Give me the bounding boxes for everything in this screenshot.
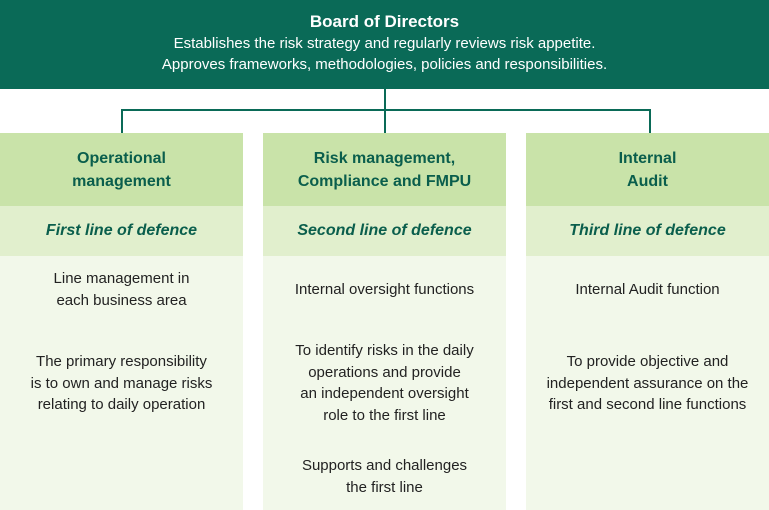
connector-right-drop	[649, 109, 651, 133]
text-line: To identify risks in the daily	[295, 342, 474, 359]
text-line: first and second line functions	[548, 396, 747, 413]
text-block-primary-responsibility: The primary responsibility is to own and…	[0, 351, 243, 416]
board-description-line-2: Approves frameworks, methodologies, poli…	[161, 56, 608, 73]
board-description-line-1: Establishes the risk strategy and regula…	[173, 35, 596, 52]
column-header-internal-audit: Internal Audit	[526, 133, 769, 206]
text-line: The primary responsibility	[36, 353, 207, 370]
board-title: Board of Directors	[309, 12, 460, 31]
column-first-line: Operational management First line of def…	[0, 133, 243, 510]
text-line: each business area	[56, 291, 187, 309]
text-line: operations and provide	[308, 363, 461, 381]
connector-left-drop	[121, 109, 123, 133]
column-header-line: Operational	[77, 149, 166, 167]
text-line: Supports and challenges	[301, 457, 468, 474]
column-header-line: Audit	[627, 172, 668, 190]
second-line-of-defence-label: Second line of defence	[263, 206, 506, 256]
column-header-line: Compliance and FMPU	[297, 172, 472, 190]
column-header-operational-management: Operational management	[0, 133, 243, 206]
third-line-of-defence-label: Third line of defence	[526, 206, 769, 256]
column-header-line: Risk management,	[313, 149, 456, 167]
first-line-of-defence-label: First line of defence	[0, 206, 243, 256]
text-line: To provide objective and	[566, 353, 729, 370]
column-body: Line management in each business area Th…	[0, 256, 243, 510]
board-of-directors-box: Board of Directors Establishes the risk …	[0, 0, 769, 89]
connector-vertical-main	[384, 89, 386, 110]
column-header-line: management	[72, 172, 171, 190]
text-line: Internal oversight functions	[294, 281, 475, 298]
text-line: Internal Audit function	[575, 281, 720, 298]
text-block-identify-risks: To identify risks in the daily operation…	[263, 340, 506, 426]
text-block-internal-oversight: Internal oversight functions	[263, 279, 506, 301]
column-header-line: Internal	[618, 149, 677, 167]
column-third-line: Internal Audit Third line of defence Int…	[526, 133, 769, 510]
text-line: is to own and manage risks	[30, 374, 213, 392]
text-line: role to the first line	[323, 406, 446, 424]
text-line: the first line	[346, 478, 423, 496]
text-block-objective-assurance: To provide objective and independent ass…	[526, 351, 769, 416]
text-block-supports-challenges: Supports and challenges the first line	[263, 455, 506, 498]
text-block-internal-audit-function: Internal Audit function	[526, 279, 769, 301]
text-block-line-management: Line management in each business area	[0, 268, 243, 311]
column-second-line: Risk management, Compliance and FMPU Sec…	[263, 133, 506, 510]
text-line: an independent oversight	[300, 385, 469, 402]
text-line: Line management in	[53, 270, 190, 287]
text-line: independent assurance on the	[546, 374, 749, 392]
column-header-risk-management: Risk management, Compliance and FMPU	[263, 133, 506, 206]
text-line: relating to daily operation	[37, 396, 206, 413]
connector-center-drop	[384, 109, 386, 133]
column-body: Internal oversight functions To identify…	[263, 256, 506, 510]
column-body: Internal Audit function To provide objec…	[526, 256, 769, 510]
connector-horizontal	[121, 109, 651, 111]
